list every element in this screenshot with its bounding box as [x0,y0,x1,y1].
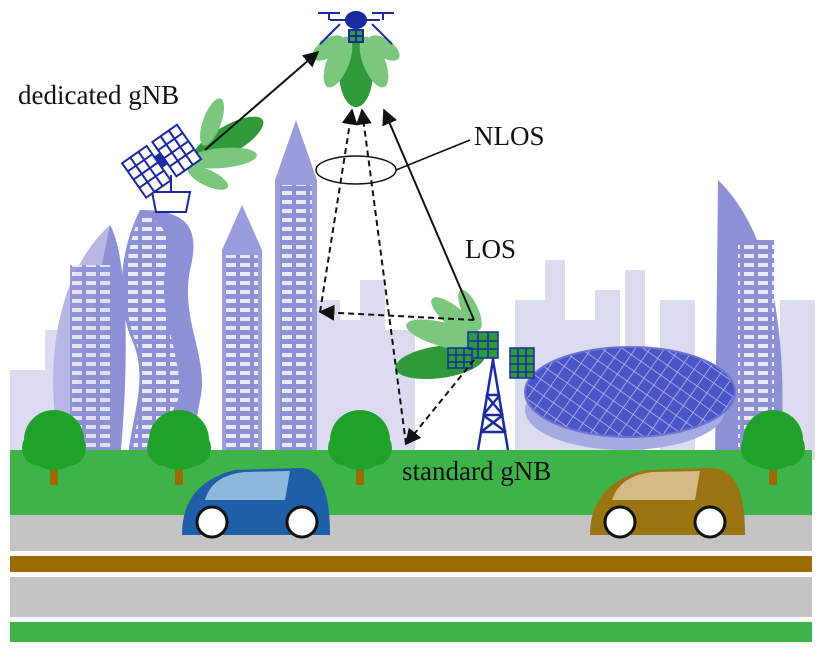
building-left-oval [53,225,126,460]
drone-icon [318,11,394,45]
tree-icon [741,410,805,485]
label-los: LOS [465,234,516,264]
signal-links [204,50,475,446]
car-icon [590,468,745,539]
building-pointed-tower-1 [222,205,262,460]
dome-building-icon [524,346,736,450]
tree-icon [147,410,211,485]
standard-gnb-beams [395,289,485,380]
building-twisted-tower [121,210,203,460]
label-nlos: NLOS [474,121,545,151]
tree-icon [22,410,86,485]
tree-icon [328,410,392,485]
label-dedicated-gnb: dedicated gNB [18,80,179,110]
building-pointed-tower-2 [275,120,317,460]
dedicated-gnb-beams [187,98,264,190]
label-standard-gnb: standard gNB [402,456,551,486]
standard-gnb-antenna-panels [447,331,535,379]
car-icon [182,468,330,539]
satellite-panel-icon [120,123,203,213]
drone-beams [312,35,400,107]
